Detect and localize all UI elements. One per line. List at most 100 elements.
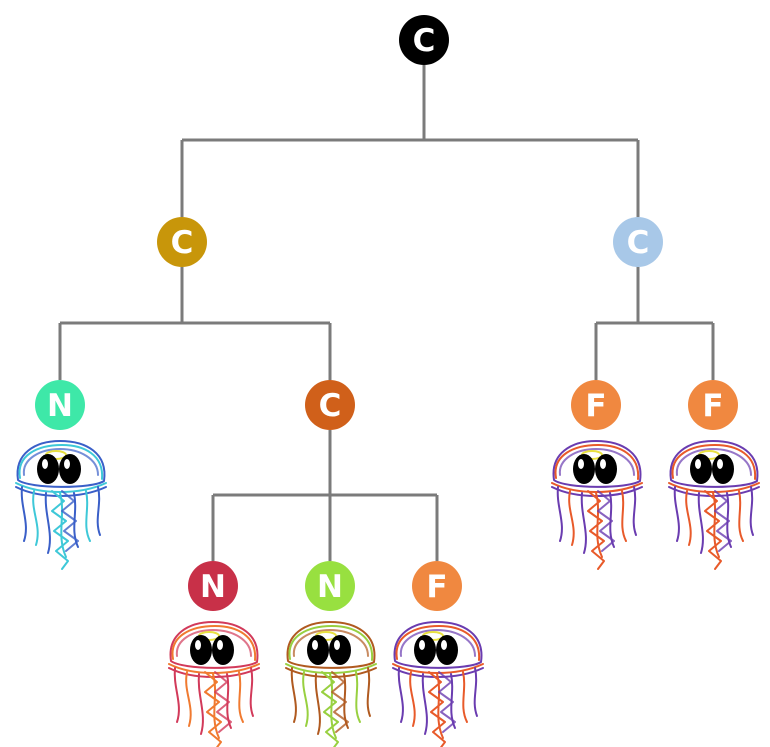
jellyfish-n-lime [285, 621, 377, 747]
jelly-oral-arm-2 [214, 671, 232, 733]
jelly-eye-right [712, 454, 734, 484]
node-circle [399, 15, 449, 65]
jelly-eye-left [690, 454, 712, 484]
jelly-eye-shine-right [334, 640, 340, 650]
jelly-bell-rim [399, 629, 476, 657]
jelly-oral-arm [428, 671, 446, 747]
jelly-oral-arm [321, 671, 339, 747]
node-label: C [413, 23, 436, 59]
edges-layer [58, 65, 715, 561]
node-circle [305, 380, 355, 430]
jelly-oral-arm-2 [61, 490, 79, 552]
node-root: C [399, 15, 449, 65]
node-label: F [585, 388, 606, 424]
jelly-oral-arm-2 [438, 671, 456, 733]
node-f-right-2: F [688, 380, 738, 430]
jelly-eye-left [307, 635, 329, 665]
node-label: N [47, 388, 73, 424]
jelly-tentacle [580, 492, 587, 554]
jelly-oral-arm [204, 671, 222, 747]
jelly-bell-rim [175, 629, 252, 657]
node-circle [305, 561, 355, 611]
jelly-tentacle [96, 486, 101, 536]
jelly-bell [16, 440, 106, 488]
jelly-tentacle [185, 671, 192, 727]
edge-group-c-gold [58, 267, 332, 380]
node-label: C [319, 388, 342, 424]
jellyfish-n-red [168, 621, 260, 747]
jelly-tentacle [738, 490, 744, 542]
jelly-eye-left [190, 635, 212, 665]
jelly-oral-arm [704, 490, 722, 570]
jelly-eye-left [37, 454, 59, 484]
jellyfish-f-right-2 [668, 440, 760, 570]
node-label: C [627, 225, 650, 261]
jelly-tentacle [462, 671, 468, 723]
jelly-tentacle [421, 673, 428, 735]
jelly-tentacle [397, 667, 404, 723]
node-c-orange: C [305, 380, 355, 430]
node-circle [613, 217, 663, 267]
jelly-eye-shine-right [441, 640, 447, 650]
jelly-tentacle [20, 486, 27, 542]
jelly-eye-shine-left [312, 640, 318, 650]
jelly-eye-shine-left [419, 640, 425, 650]
jelly-tentacle [173, 667, 180, 723]
jelly-eye-right [329, 635, 351, 665]
node-label: N [200, 569, 226, 605]
node-circle [188, 561, 238, 611]
jelly-eye-shine-left [42, 459, 48, 469]
node-label: C [171, 225, 194, 261]
jelly-tentacle [85, 490, 91, 542]
jelly-eye-right [59, 454, 81, 484]
jelly-oral-arm-2 [331, 671, 349, 733]
node-label: F [702, 388, 723, 424]
jelly-tentacle [197, 673, 204, 735]
jelly-tentacle [673, 486, 680, 542]
jelly-tentacle [44, 492, 51, 554]
jelly-bell [393, 621, 483, 669]
jelly-eye-shine-left [695, 459, 701, 469]
jelly-bell-rim [22, 448, 99, 476]
node-c-lightblue: C [613, 217, 663, 267]
edge-group-c-lightblue [594, 267, 715, 380]
edge-group-root [180, 65, 640, 217]
node-label: N [317, 569, 343, 605]
jelly-tentacle [621, 490, 627, 542]
jelly-eye-left [573, 454, 595, 484]
jelly-bell-inner [171, 625, 257, 661]
node-f-right-1: F [571, 380, 621, 430]
jelly-tentacle [556, 486, 563, 542]
jelly-bell-inner [395, 625, 481, 661]
node-f-bottom: F [412, 561, 462, 611]
jelly-tentacle [238, 671, 244, 723]
jellyfish-n-teal [15, 440, 107, 570]
jelly-bell-inner [554, 444, 640, 480]
jelly-tentacle [302, 671, 309, 727]
jelly-tentacle [355, 671, 361, 723]
jelly-tentacle [32, 490, 39, 546]
jelly-oral-arm-2 [714, 490, 732, 552]
jellyfish-f-bottom [392, 621, 484, 747]
jelly-tentacle [685, 490, 692, 546]
jelly-bell [669, 440, 759, 488]
node-circle [157, 217, 207, 267]
jelly-tentacle [249, 667, 254, 717]
node-c-gold: C [157, 217, 207, 267]
jelly-eye-right [436, 635, 458, 665]
jelly-eye-left [414, 635, 436, 665]
jelly-tentacle [568, 490, 575, 546]
jelly-eye-shine-left [578, 459, 584, 469]
jelly-bell [169, 621, 259, 669]
jelly-eye-right [212, 635, 234, 665]
jelly-bell-inner [288, 625, 374, 661]
node-n-teal: N [35, 380, 85, 430]
node-n-red: N [188, 561, 238, 611]
jelly-eye-shine-right [64, 459, 70, 469]
jelly-bell-inner [18, 444, 104, 480]
jelly-tentacle [314, 673, 321, 735]
node-label: F [426, 569, 447, 605]
jelly-eye-shine-right [717, 459, 723, 469]
jelly-bell-inner [671, 444, 757, 480]
